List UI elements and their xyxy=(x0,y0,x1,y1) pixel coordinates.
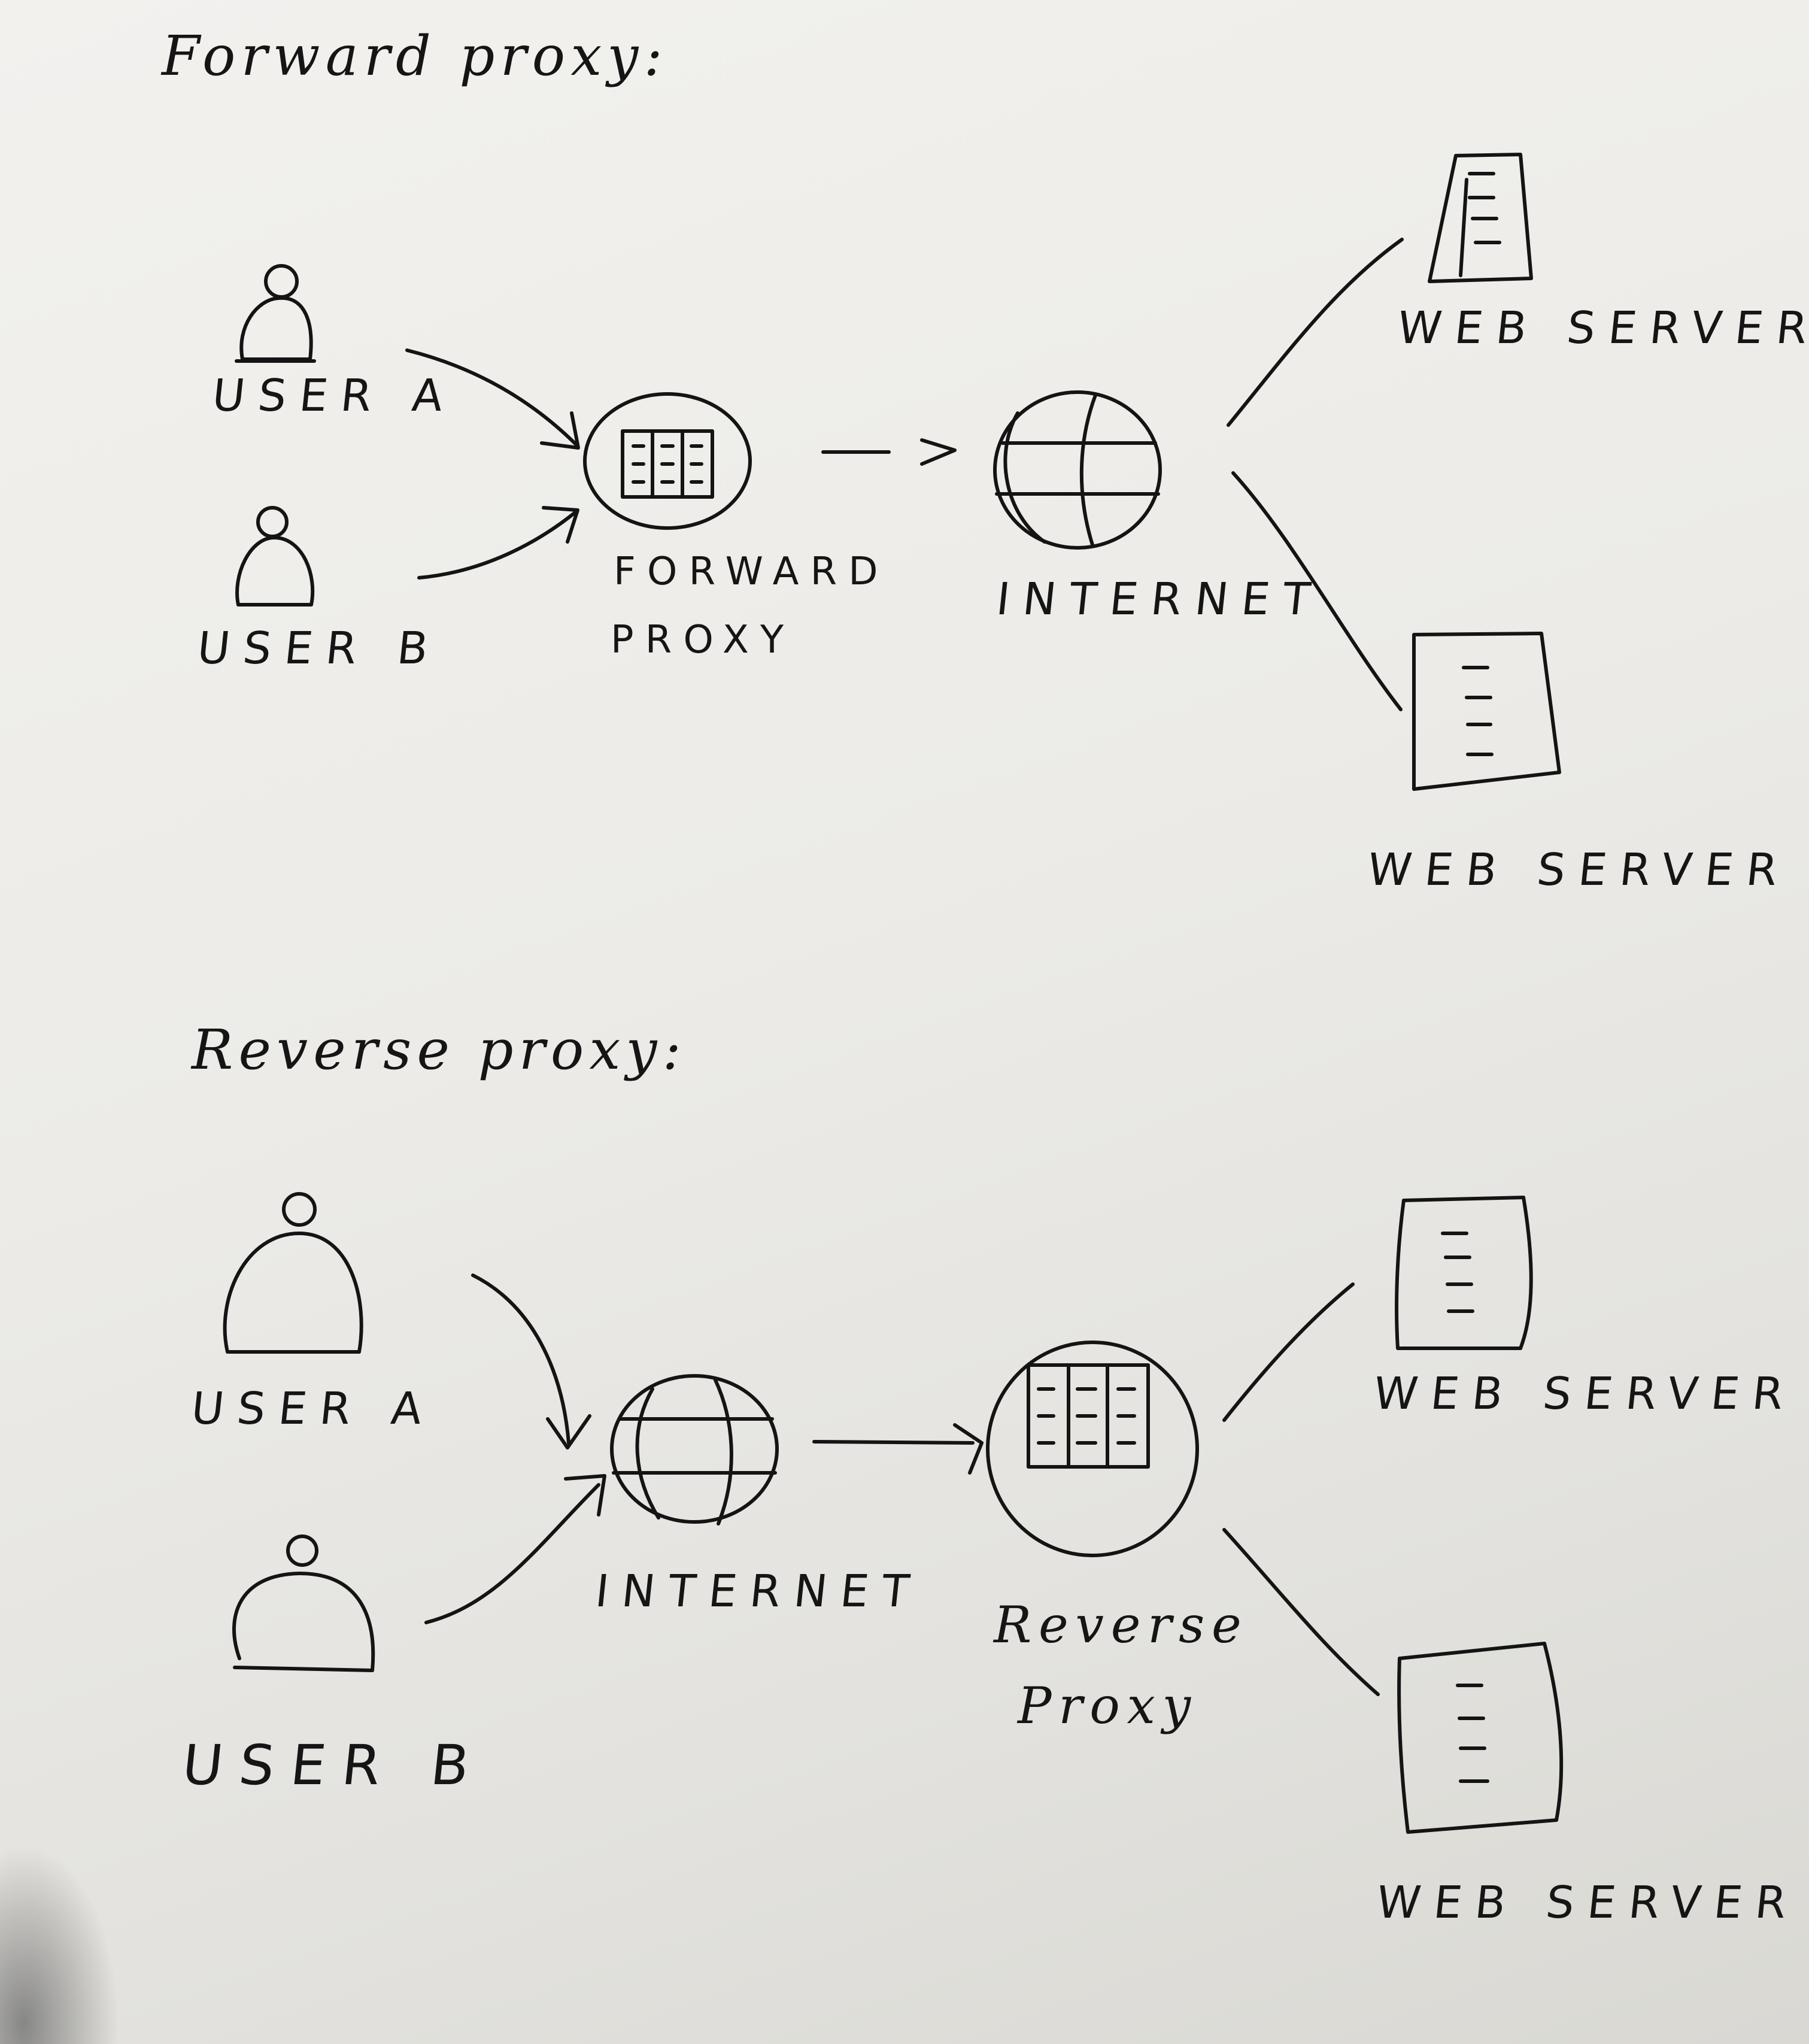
web-server-b-icon xyxy=(1412,632,1561,791)
user-b-to-proxy-arrow xyxy=(417,506,579,580)
reverse-proxy-to-server-b-line xyxy=(1222,1528,1380,1696)
user-a-icon xyxy=(235,264,316,363)
reverse-internet-label: INTERNET xyxy=(593,1566,925,1617)
web-server-a-icon xyxy=(1428,153,1533,283)
forward-proxy-icon xyxy=(583,392,752,530)
reverse-proxy-icon xyxy=(986,1341,1199,1557)
reverse-proxy-label-line1: Reverse xyxy=(994,1596,1249,1654)
internet-to-server-b-line xyxy=(1231,471,1403,711)
reverse-user-b-label: USER B xyxy=(179,1733,489,1797)
internet-globe-icon xyxy=(993,390,1162,550)
reverse-proxy-label-line2: Proxy xyxy=(1018,1676,1198,1735)
reverse-web-server-a-label: WEB SERVER A xyxy=(1371,1368,1809,1420)
user-a-to-proxy-arrow xyxy=(405,348,580,450)
proxy-to-internet-arrow xyxy=(821,438,957,466)
reverse-user-a-label: USER A xyxy=(189,1383,438,1435)
forward-proxy-label-line2: PROXY xyxy=(611,618,796,662)
photo-shadow xyxy=(0,1844,120,2044)
forward-proxy-label-line1: FORWARD xyxy=(614,550,890,594)
forward-proxy-title: Forward proxy: xyxy=(162,24,668,88)
reverse-proxy-to-server-a-line xyxy=(1222,1282,1355,1422)
reverse-web-server-b-label: WEB SERVER B xyxy=(1374,1877,1809,1928)
reverse-user-a-to-internet-arrow xyxy=(471,1273,591,1449)
reverse-user-b-icon xyxy=(232,1534,375,1672)
reverse-user-a-icon xyxy=(223,1192,363,1354)
user-b-icon xyxy=(235,506,315,606)
internet-to-reverse-proxy-arrow xyxy=(812,1423,984,1475)
reverse-proxy-title: Reverse proxy: xyxy=(192,1018,687,1082)
reverse-web-server-b-icon xyxy=(1397,1642,1564,1834)
reverse-user-b-to-internet-arrow xyxy=(424,1474,606,1624)
reverse-web-server-a-icon xyxy=(1395,1196,1533,1350)
reverse-internet-globe-icon xyxy=(610,1374,779,1526)
internet-to-server-a-line xyxy=(1227,238,1404,427)
